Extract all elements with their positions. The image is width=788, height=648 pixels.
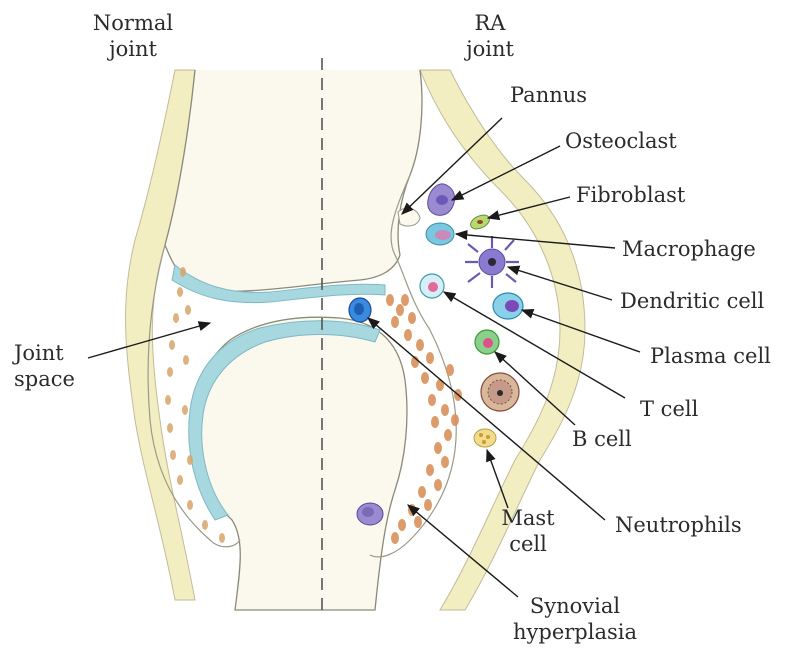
- label-macrophage: Macrophage: [622, 236, 756, 262]
- label-osteoclast: Osteoclast: [565, 128, 677, 154]
- b-cell: [475, 330, 499, 354]
- dark-round-cell: [481, 373, 519, 411]
- plasma-cell: [493, 293, 523, 319]
- label-b-cell: B cell: [572, 426, 632, 452]
- label-fibroblast: Fibroblast: [576, 182, 685, 208]
- osteoclast-cell: [428, 184, 455, 215]
- label-pannus: Pannus: [510, 82, 587, 108]
- label-neutrophils: Neutrophils: [615, 512, 742, 538]
- arrow-t-cell: [444, 292, 625, 398]
- label-synovial-hyperplasia: Synovial hyperplasia: [505, 593, 645, 645]
- dendritic-cell: [465, 236, 519, 288]
- mast-cell: [474, 429, 496, 447]
- fibroblast-cell: [468, 212, 491, 231]
- pannus-tissue: [398, 208, 420, 226]
- upper-bone-outline: [165, 70, 422, 291]
- label-dendritic-cell: Dendritic cell: [620, 288, 764, 314]
- header-normal-joint: Normal joint: [88, 10, 178, 62]
- header-ra-joint: RA joint: [455, 10, 525, 62]
- label-mast-cell: Mast cell: [496, 505, 560, 557]
- macrophage-cell: [426, 223, 454, 245]
- synovial-purple-cell: [357, 503, 383, 525]
- label-plasma-cell: Plasma cell: [650, 343, 771, 369]
- label-t-cell: T cell: [640, 396, 698, 422]
- t-cell: [420, 274, 444, 298]
- label-joint-space: Joint space: [14, 340, 75, 392]
